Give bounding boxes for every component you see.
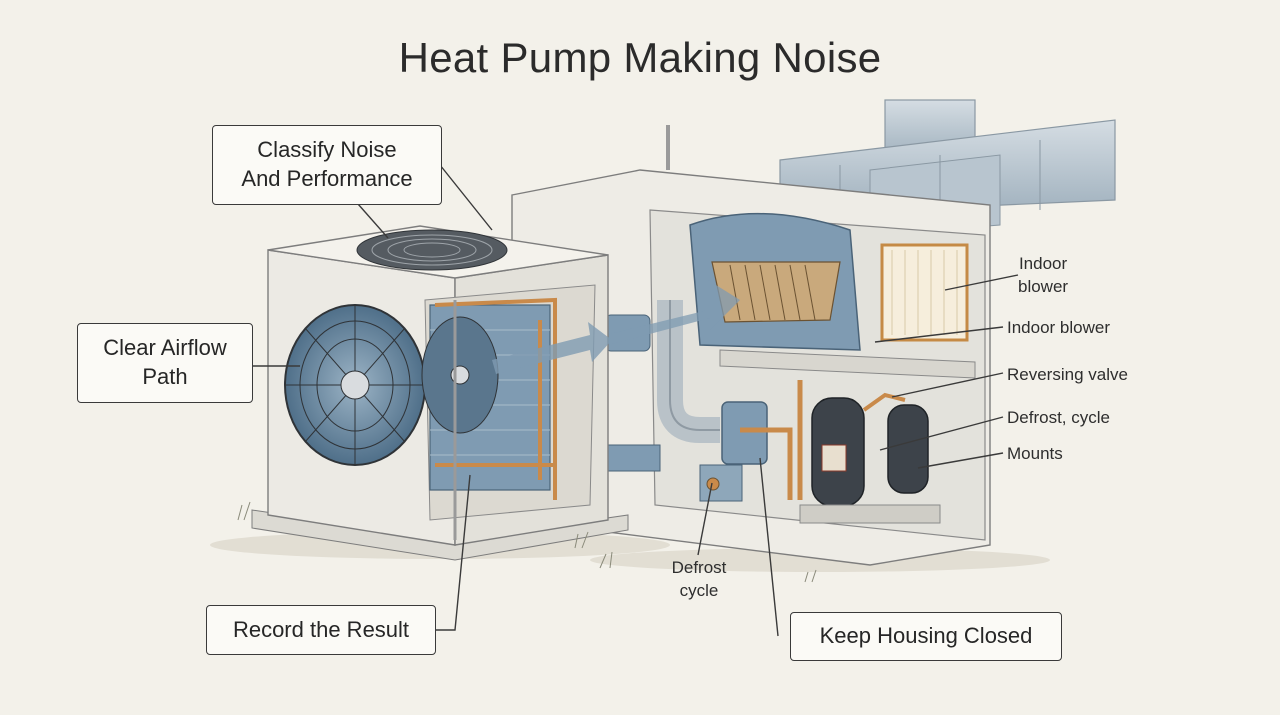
label-line: blower	[1018, 276, 1069, 296]
reversing-valve-label: Reversing valve	[1007, 365, 1128, 384]
outdoor-unit	[251, 225, 629, 561]
record-result-callout: Record the Result	[206, 605, 436, 655]
grass	[237, 501, 817, 583]
clear-airflow-callout: Clear Airflow Path	[77, 323, 253, 403]
indoor-blower-top-label: Indoor blower	[1018, 253, 1068, 299]
callout-line: Classify Noise	[257, 137, 397, 163]
defrost-cycle-right-label: Defrost, cycle	[1007, 408, 1110, 427]
label-line: Defrost	[671, 558, 727, 577]
callout-line: And Performance	[241, 166, 413, 191]
callout-line: Clear Airflow	[103, 335, 227, 361]
classify-noise-callout: Classify Noise And Performance	[212, 125, 442, 205]
refrigerant-lines	[565, 280, 740, 472]
keep-housing-closed-callout: Keep Housing Closed	[790, 612, 1062, 661]
callout-line: Path	[142, 364, 188, 389]
mounts-label: Mounts	[1007, 444, 1063, 463]
callout-text: Keep Housing Closed	[819, 623, 1033, 649]
label-line: Indoor	[1018, 254, 1068, 273]
label-line: cycle	[679, 580, 719, 600]
callout-text: Record the Result	[232, 616, 410, 642]
indoor-blower-label: Indoor blower	[1007, 318, 1111, 337]
page-title: Heat Pump Making Noise	[398, 34, 882, 81]
leader-lines	[252, 164, 1019, 637]
defrost-cycle-bottom-label: Defrost cycle	[664, 557, 734, 603]
